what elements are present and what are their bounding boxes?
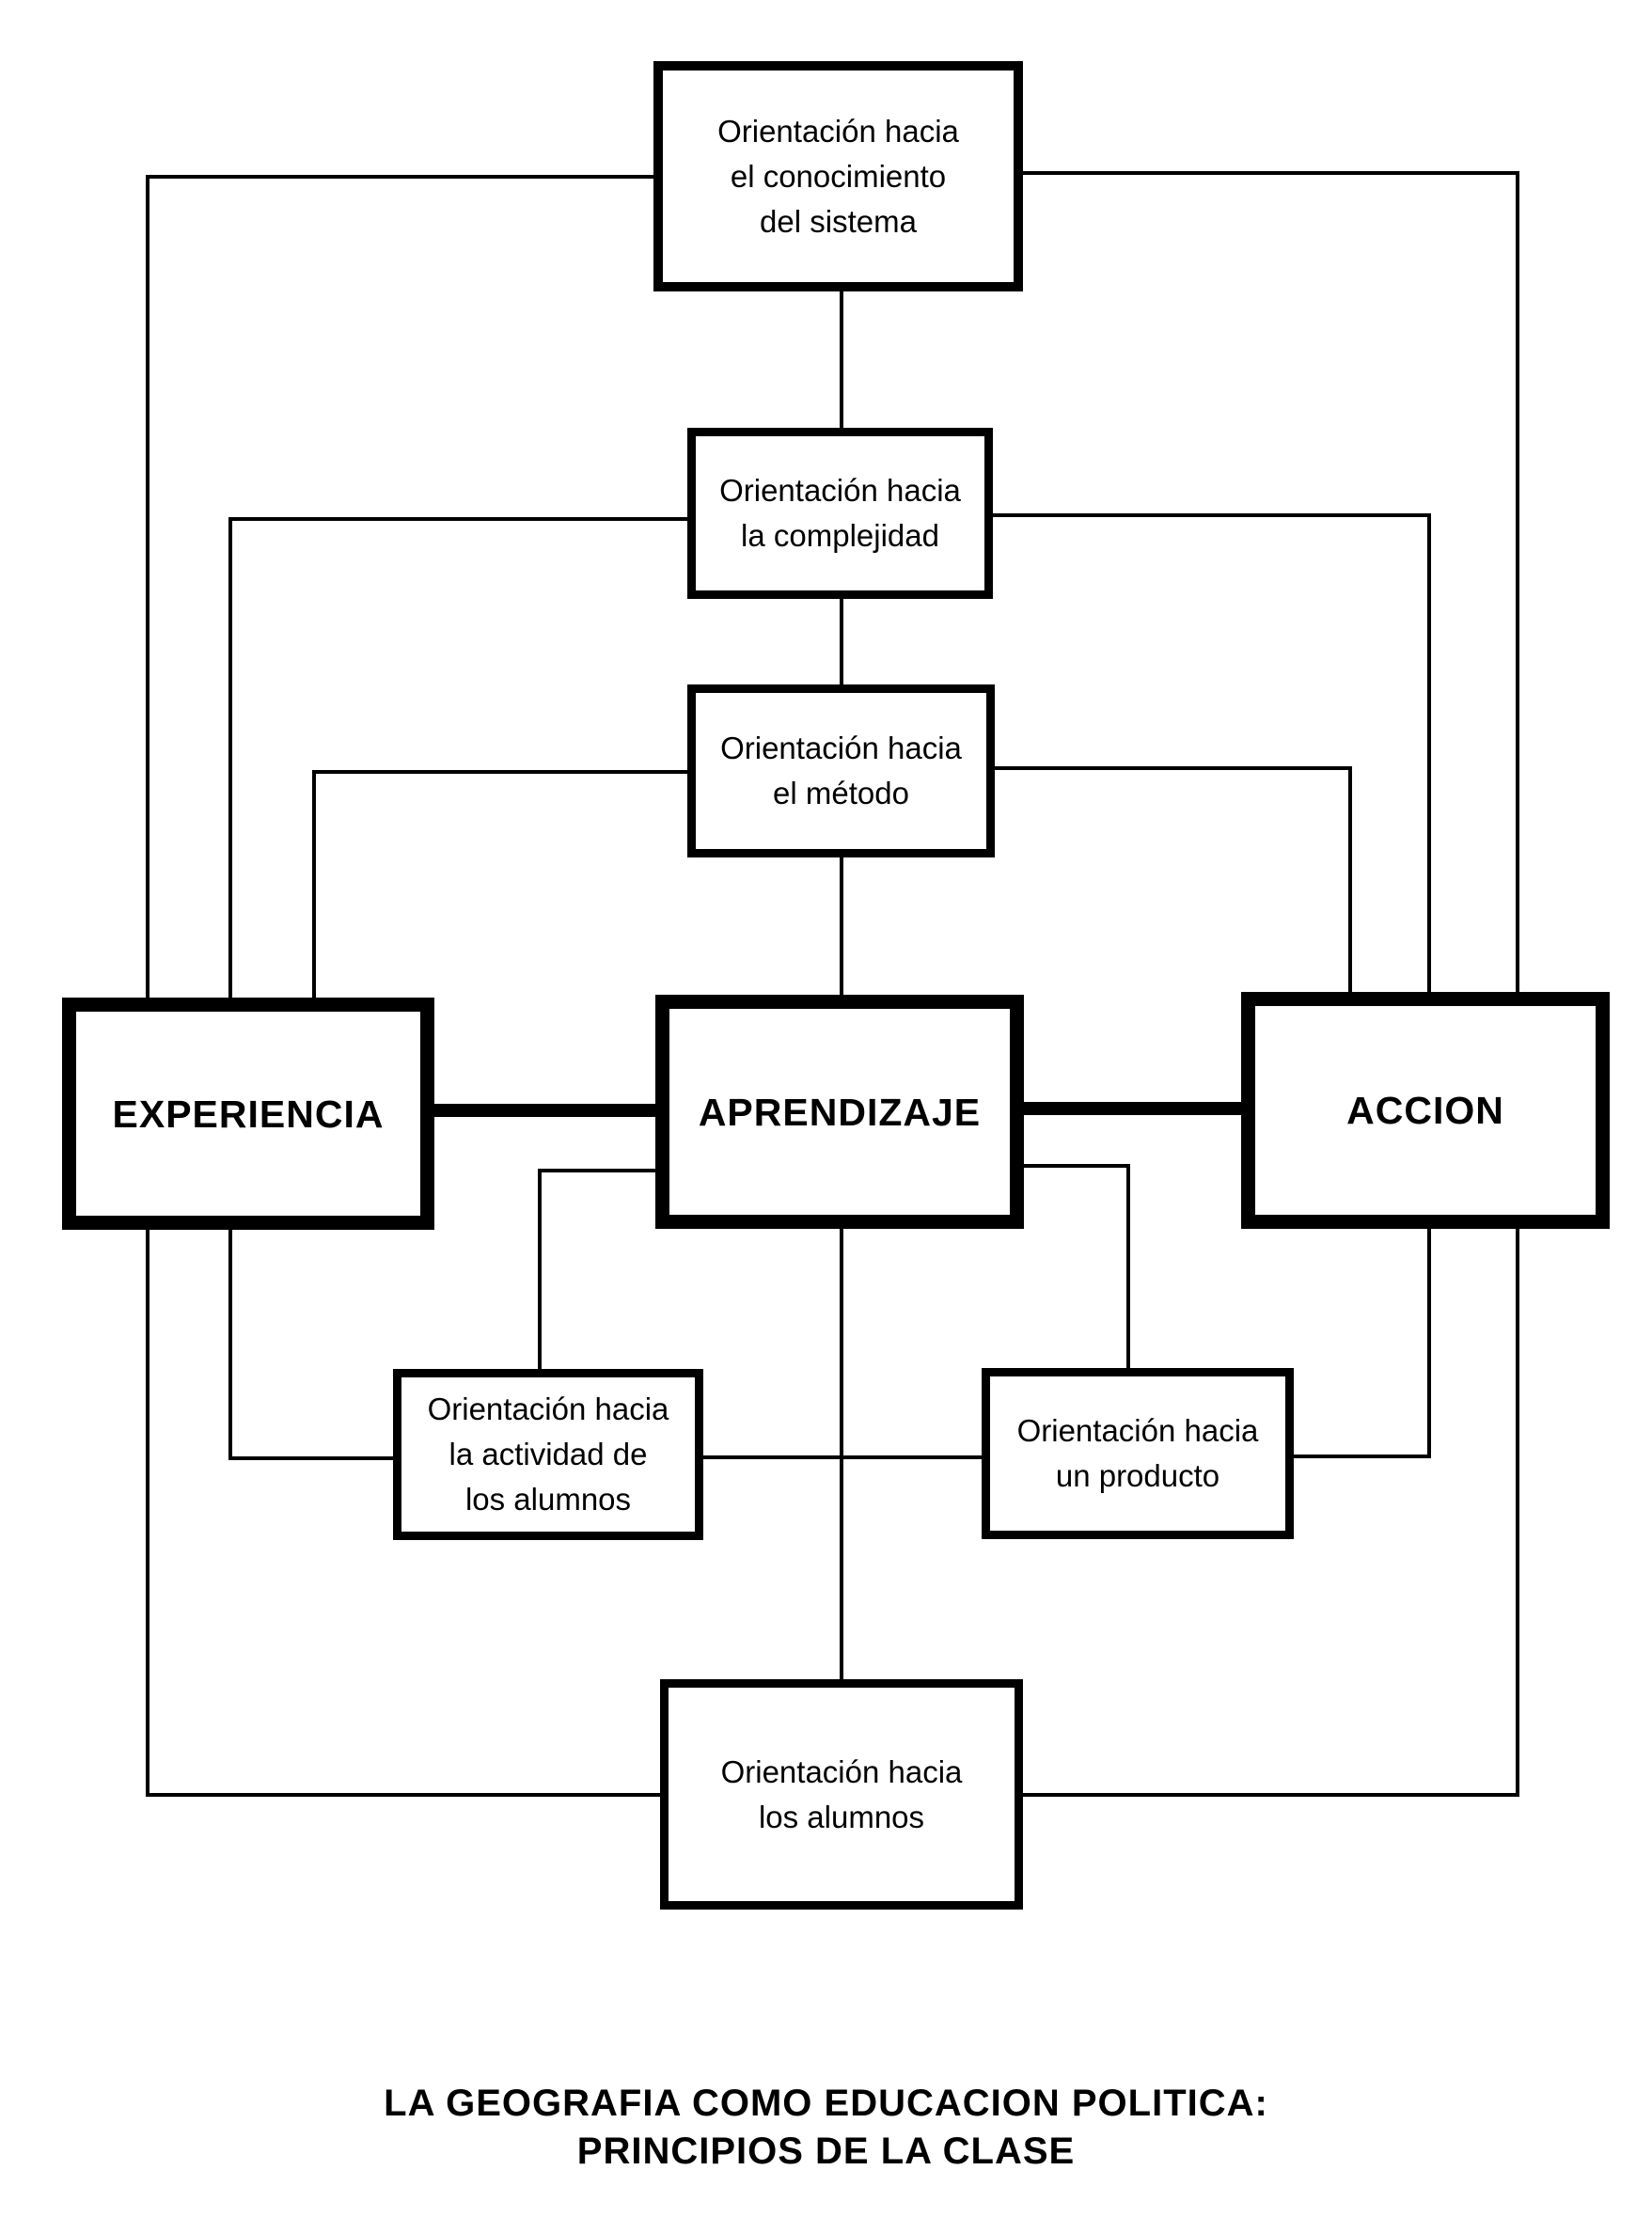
edge-aprendizaje-producto [1021,1164,1130,1370]
node-aprendizaje-label: APRENDIZAJE [698,1090,982,1134]
edge-complejidad-experiencia [228,517,689,999]
node-alumnos-line-2: los alumnos [758,1799,925,1834]
caption-line-1: LA GEOGRAFIA COMO EDUCACION POLITICA: [384,2083,1268,2124]
edge-sistema-accion [1021,171,1519,994]
node-experiencia: EXPERIENCIA [62,998,434,1230]
node-actividad-line-3: los alumnos [464,1482,632,1517]
caption-line-2: PRINCIPIOS DE LA CLASE [576,2131,1076,2172]
edge-producto-accion [1292,1226,1431,1458]
node-accion-label: ACCION [1346,1089,1504,1132]
node-producto-line-1: Orientación hacia [1016,1413,1259,1448]
edge-experiencia-alumnos [146,1226,662,1797]
edge-metodo-accion [992,766,1352,994]
node-sistema-line-3: del sistema [760,203,917,239]
edge-experiencia-actividad [228,1226,395,1460]
node-metodo: Orientación hacia el método [687,684,995,857]
node-aprendizaje: APRENDIZAJE [655,995,1024,1229]
node-complejidad-line-2: la complejidad [741,518,939,553]
edge-aprendizaje-actividad [538,1169,658,1371]
node-complejidad-line-1: Orientación hacia [719,473,961,508]
edge-alumnos-accion [1021,1226,1519,1797]
edge-metodo-experiencia [312,770,689,999]
node-metodo-line-1: Orientación hacia [720,731,962,765]
node-sistema-line-1: Orientación hacia [717,113,959,149]
node-metodo-line-2: el método [773,776,909,810]
node-sistema-line-2: el conocimiento [730,158,947,194]
node-alumnos: Orientación hacia los alumnos [660,1679,1023,1910]
node-actividad-line-2: la actividad de [448,1437,648,1471]
node-producto-line-2: un producto [1055,1458,1220,1493]
node-accion: ACCION [1241,992,1610,1229]
edge-sistema-experiencia [146,175,655,999]
edge-complejidad-accion [990,513,1431,994]
node-producto: Orientación hacia un producto [982,1368,1294,1539]
node-experiencia-label: EXPERIENCIA [112,1092,385,1136]
node-actividad-line-1: Orientación hacia [427,1392,669,1426]
node-alumnos-line-1: Orientación hacia [720,1753,963,1789]
node-actividad: Orientación hacia la actividad de los al… [393,1369,703,1540]
node-complejidad: Orientación hacia la complejidad [687,428,993,599]
node-sistema: Orientación hacia el conocimiento del si… [653,61,1023,291]
